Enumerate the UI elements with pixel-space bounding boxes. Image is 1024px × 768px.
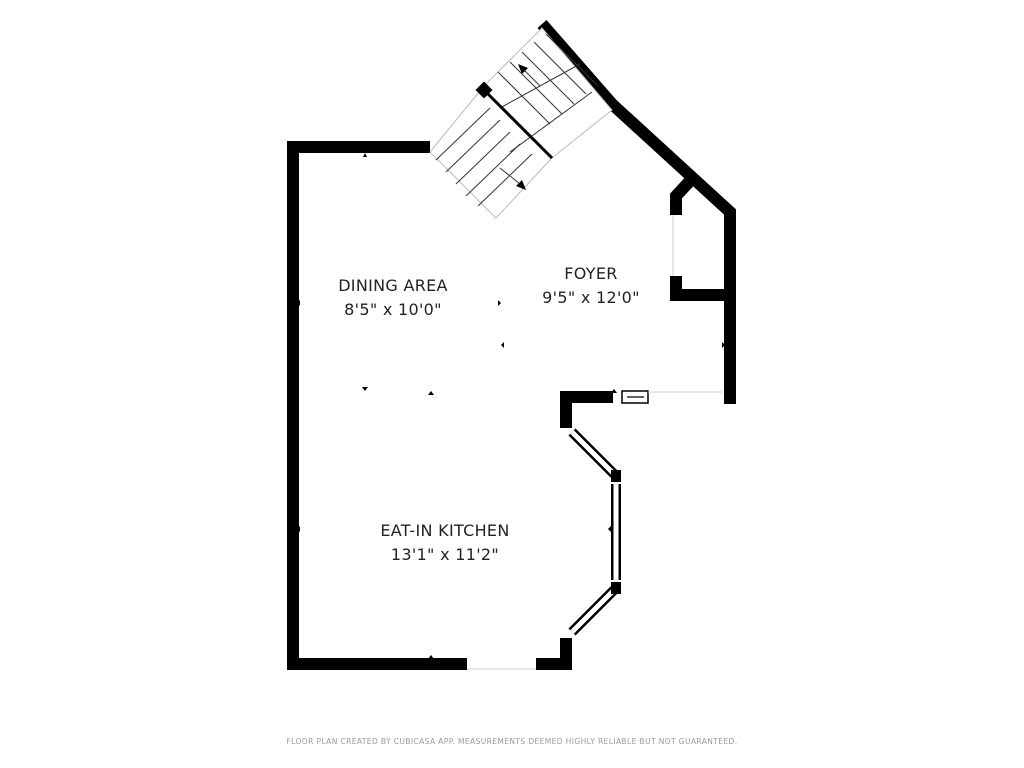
dining-area-name: DINING AREA (338, 276, 448, 295)
marker-triangle-icon (498, 300, 501, 306)
stair-arrow-down-icon (516, 180, 526, 190)
marker-triangle-icon (428, 391, 434, 395)
stair-divider (482, 88, 554, 160)
stair-tread-6 (497, 71, 551, 125)
bay-corner-lower (611, 582, 621, 594)
marker-triangle-icon (297, 300, 300, 306)
stair-arrow-up-icon (518, 64, 528, 74)
stair-tread-10 (545, 33, 599, 87)
stair-tread-9 (533, 41, 587, 95)
bay-window-upper-glass (570, 430, 616, 476)
staircase (429, 27, 613, 219)
marker-triangle-icon (608, 526, 611, 532)
stair-tread-4 (465, 143, 521, 197)
bay-window-lower-glass (570, 588, 616, 634)
stair-cross-2 (509, 91, 593, 153)
openings (467, 215, 722, 670)
kitchen-name: EAT-IN KITCHEN (380, 521, 509, 540)
footer-credit: FLOOR PLAN CREATED BY CUBICASA APP. MEAS… (286, 737, 738, 746)
marker-triangle-icon (428, 655, 434, 659)
walls (287, 20, 736, 670)
stair-arrow-up-line (523, 69, 541, 87)
stair-tread-2 (445, 119, 501, 173)
stair-newel-post (475, 81, 493, 99)
kitchen-bay-wall-top (560, 391, 613, 428)
stair-outline (429, 27, 613, 219)
foyer-diagonal-wall (537, 20, 736, 404)
marker-triangle-icon (722, 342, 725, 348)
kitchen-bay-wall-bottom (536, 638, 572, 670)
stair-tread-8 (521, 51, 575, 105)
foyer-name: FOYER (564, 264, 617, 283)
marker-triangle-icon (297, 526, 300, 532)
left-wall (287, 141, 467, 670)
stair-treads (435, 33, 599, 207)
foyer-closet-wall (670, 177, 694, 215)
foyer-closet-wall-lower (670, 276, 730, 301)
stair-arrow-down-line (499, 167, 521, 185)
marker-triangle-icon (363, 153, 367, 157)
bay-windows (568, 390, 649, 636)
measurement-markers (297, 153, 725, 659)
stair-tread-1 (435, 107, 491, 161)
stair-tread-5 (477, 153, 533, 207)
marker-triangle-icon (362, 387, 368, 391)
kitchen-dims: 13'1" x 11'2" (391, 545, 499, 564)
dining-area-dims: 8'5" x 10'0" (344, 300, 442, 319)
bay-corner-upper (611, 470, 621, 482)
marker-triangle-icon (501, 342, 504, 348)
stair-tread-3 (455, 131, 511, 185)
foyer-dims: 9'5" x 12'0" (542, 288, 640, 307)
marker-triangle-icon (611, 389, 617, 393)
